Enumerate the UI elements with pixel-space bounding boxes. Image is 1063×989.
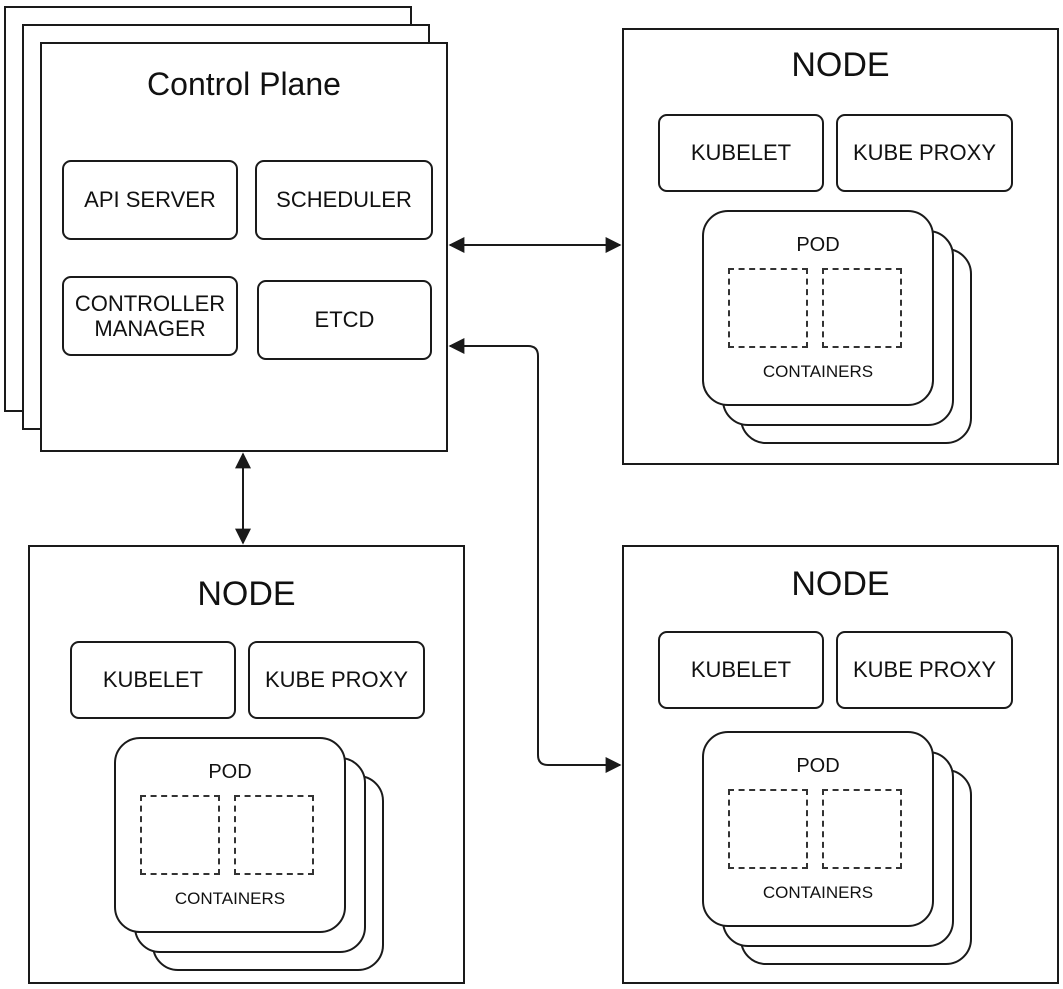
kubelet-box: KUBELET [658,631,824,709]
container-2 [822,789,902,869]
control-plane-to-node-bottom-right-arrow [448,338,622,773]
etcd-box: ETCD [257,280,432,360]
node-title: NODE [791,565,890,603]
controller-manager-box: CONTROLLER MANAGER [62,276,238,356]
container-2 [822,268,902,348]
containers-label: CONTAINERS [762,883,874,902]
containers-label: CONTAINERS [762,362,874,381]
kube-proxy-label: KUBE PROXY [852,140,997,166]
kube-proxy-box: KUBE PROXY [836,631,1013,709]
pod-label: POD [208,761,252,783]
kube-proxy-label: KUBE PROXY [264,667,409,693]
control-plane: Control Plane API SERVER SCHEDULER CONTR… [40,42,448,452]
container-1 [728,789,808,869]
control-plane-title: Control Plane [147,66,341,102]
kubelet-box: KUBELET [70,641,236,719]
container-2 [234,795,314,875]
pod: POD CONTAINERS [114,737,346,933]
kubelet-label: KUBELET [690,140,792,166]
kube-proxy-label: KUBE PROXY [852,657,997,683]
etcd-label: ETCD [314,307,375,333]
api-server-label: API SERVER [84,187,216,213]
pod-label: POD [796,234,840,256]
scheduler-label: SCHEDULER [276,187,412,213]
containers-label: CONTAINERS [174,889,286,908]
kubelet-label: KUBELET [102,667,204,693]
pod-label: POD [796,755,840,777]
container-1 [728,268,808,348]
node-bottom-right: NODE KUBELET KUBE PROXY POD CONTAINERS [622,545,1059,984]
node-title: NODE [791,46,890,84]
scheduler-box: SCHEDULER [255,160,433,240]
api-server-box: API SERVER [62,160,238,240]
kubelet-box: KUBELET [658,114,824,192]
node-bottom-left: NODE KUBELET KUBE PROXY POD CONTAINERS [28,545,465,984]
node-title: NODE [197,575,296,613]
controller-manager-label-line1: CONTROLLER [74,290,226,316]
kube-proxy-box: KUBE PROXY [248,641,425,719]
pod: POD CONTAINERS [702,210,934,406]
pod: POD CONTAINERS [702,731,934,927]
node-top-right: NODE KUBELET KUBE PROXY POD CONTAINERS [622,28,1059,465]
controller-manager-label-line2: MANAGER [94,316,206,341]
kube-proxy-box: KUBE PROXY [836,114,1013,192]
container-1 [140,795,220,875]
kubelet-label: KUBELET [690,657,792,683]
